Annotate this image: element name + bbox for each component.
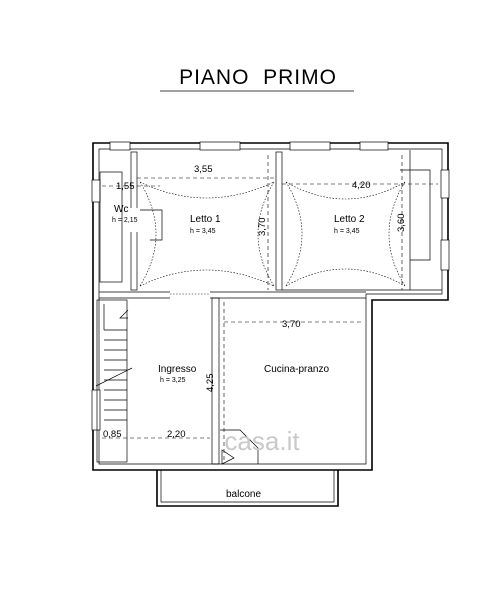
staircase (95, 299, 133, 463)
dim-ingresso-depth: 4,25 (205, 374, 216, 393)
room-letto2-name: Letto 2 (334, 214, 365, 225)
room-ingresso-name: Ingresso (158, 364, 197, 375)
plan-title: PIANO PRIMO (179, 66, 337, 89)
dim-cucina-width: 3,70 (282, 319, 301, 330)
dim-ingresso-width: 2,20 (167, 429, 186, 440)
watermark-text: casa.it (224, 426, 300, 456)
vault-curves (139, 181, 406, 287)
dim-wc-width: 1,55 (116, 181, 135, 192)
room-letto1-height: h = 3,45 (190, 228, 216, 235)
outer-walls (91, 141, 450, 471)
room-ingresso-height: h = 3,25 (160, 377, 186, 384)
kitchen-fireplace (220, 429, 259, 465)
dim-letto1-depth: 3,70 (257, 218, 268, 237)
dim-letto2-depth: 3,60 (396, 214, 407, 233)
room-wc-height: h = 2,15 (112, 217, 138, 224)
room-balcone-name: balcone (226, 489, 261, 500)
room-wc-name: Wc (114, 204, 128, 215)
room-cucina-name: Cucina-pranzo (264, 364, 329, 375)
dim-letto1-width: 3,55 (194, 164, 213, 175)
room-letto2-height: h = 3,45 (334, 228, 360, 235)
dim-letto2-width: 4,20 (352, 180, 371, 191)
dim-stair-width: 0,85 (103, 429, 122, 440)
balcony (156, 470, 339, 507)
room-letto1-name: Letto 1 (190, 214, 221, 225)
dimension-lines (102, 155, 438, 462)
internal-walls (99, 150, 442, 465)
